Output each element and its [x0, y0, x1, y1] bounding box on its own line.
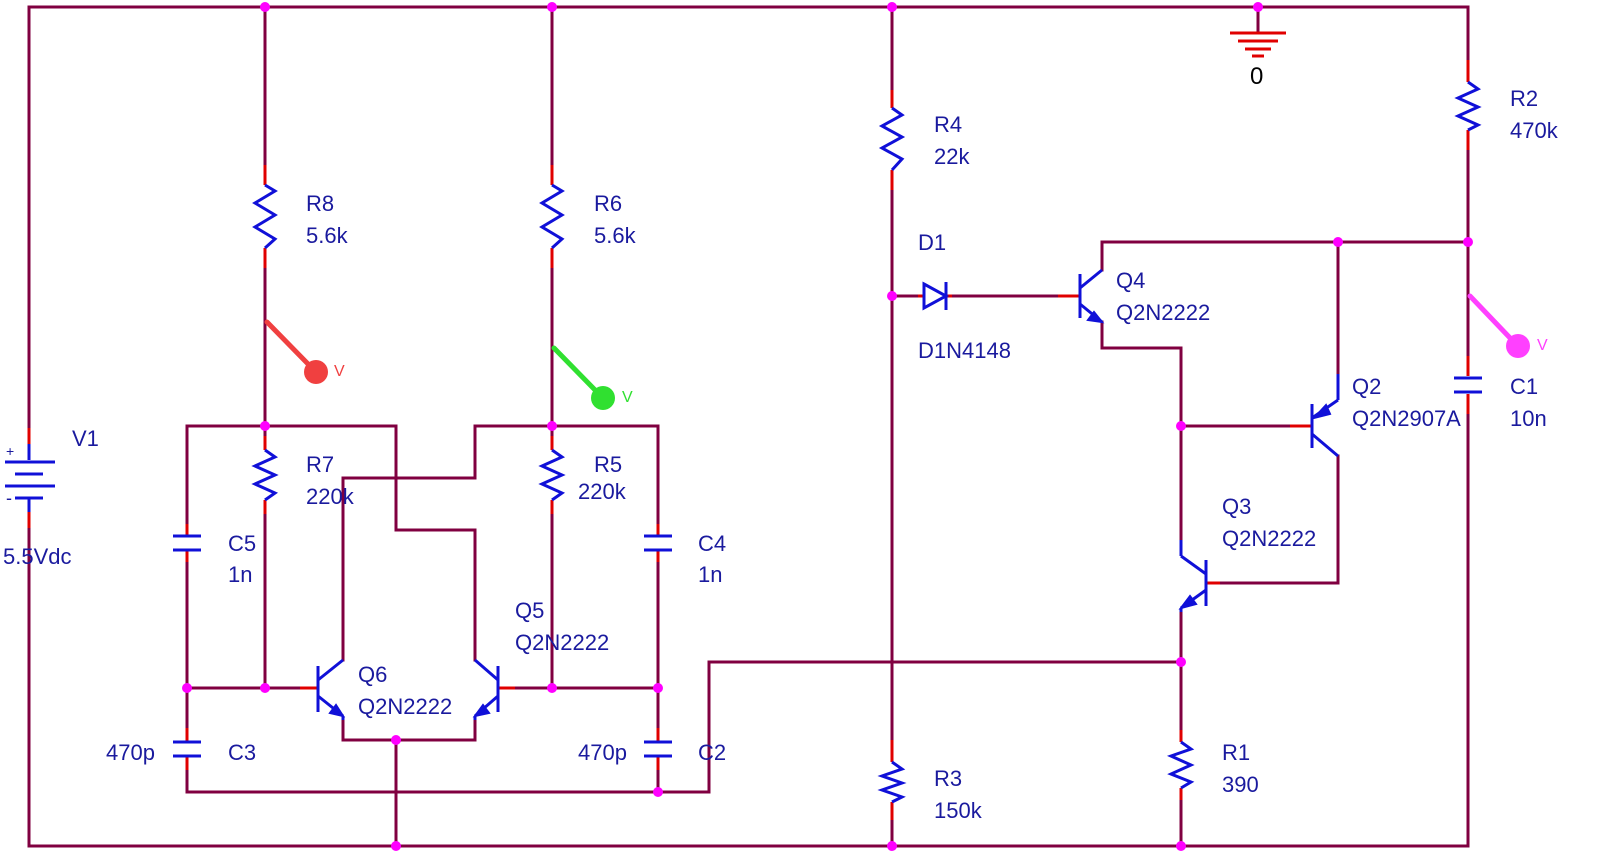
q5-ref: Q5 — [515, 598, 544, 623]
probe-magenta-label: V — [1537, 337, 1548, 354]
v1-plus: + — [6, 443, 14, 459]
q5-value: Q2N2222 — [515, 630, 609, 655]
resistor-r5: R5 220k — [538, 448, 627, 504]
wires — [27, 5, 1470, 848]
c1-value: 10n — [1510, 406, 1547, 431]
resistor-r1: R1 390 — [1166, 740, 1259, 797]
r3-ref: R3 — [934, 766, 962, 791]
resistor-r7: R7 220k — [251, 448, 355, 509]
resistor-r3: R3 150k — [877, 760, 983, 823]
c3-value: 470p — [106, 740, 155, 765]
r7-value: 220k — [306, 484, 355, 509]
r8-value: 5.6k — [306, 223, 349, 248]
v1-ref: V1 — [72, 426, 99, 451]
transistor-q2: Q2 Q2N2907A — [1310, 374, 1461, 458]
transistor-q4: Q4 Q2N2222 — [1078, 268, 1210, 325]
r6-ref: R6 — [594, 191, 622, 216]
r6-value: 5.6k — [594, 223, 637, 248]
v1-minus: - — [6, 488, 12, 508]
voltage-probe-green[interactable]: V — [551, 345, 633, 410]
capacitor-c5: C5 1n — [173, 531, 256, 587]
junction-dots — [182, 2, 1473, 851]
c4-value: 1n — [698, 562, 722, 587]
c5-value: 1n — [228, 562, 252, 587]
d1-ref: D1 — [918, 230, 946, 255]
diode-d1: D1 D1N4148 — [918, 230, 1011, 363]
q2-value: Q2N2907A — [1352, 406, 1461, 431]
resistor-r2: R2 470k — [1454, 80, 1559, 143]
capacitor-c4: C4 1n — [644, 531, 726, 587]
resistor-r4: R4 22k — [878, 106, 970, 172]
r1-ref: R1 — [1222, 740, 1250, 765]
c3-ref: C3 — [228, 740, 256, 765]
c1-ref: C1 — [1510, 374, 1538, 399]
q4-value: Q2N2222 — [1116, 300, 1210, 325]
r3-value: 150k — [934, 798, 983, 823]
r2-ref: R2 — [1510, 86, 1538, 111]
r8-ref: R8 — [306, 191, 334, 216]
pin-stubs — [27, 60, 1470, 820]
q3-value: Q2N2222 — [1222, 526, 1316, 551]
q6-ref: Q6 — [358, 662, 387, 687]
transistor-q5: Q5 Q2N2222 — [472, 598, 609, 720]
r7-ref: R7 — [306, 452, 334, 477]
r5-ref: R5 — [594, 452, 622, 477]
c4-ref: C4 — [698, 531, 726, 556]
q3-ref: Q3 — [1222, 494, 1251, 519]
q4-ref: Q4 — [1116, 268, 1145, 293]
q2-ref: Q2 — [1352, 374, 1381, 399]
voltage-probe-magenta[interactable]: V — [1467, 293, 1548, 358]
resistor-r6: R6 5.6k — [539, 183, 637, 250]
c2-ref: C2 — [698, 740, 726, 765]
r2-value: 470k — [1510, 118, 1559, 143]
transistor-q6: Q6 Q2N2222 — [316, 658, 452, 720]
r4-value: 22k — [934, 144, 970, 169]
capacitor-c1: C1 10n — [1454, 374, 1547, 431]
r5-value: 220k — [578, 479, 627, 504]
q6-value: Q2N2222 — [358, 694, 452, 719]
ground-symbol: 0 — [1230, 31, 1286, 90]
capacitor-c2: C2 470p — [578, 740, 726, 765]
voltage-probe-red[interactable]: V — [264, 319, 345, 384]
probe-green-label: V — [622, 389, 633, 406]
transistor-q3: Q3 Q2N2222 — [1178, 494, 1316, 612]
v1-value: 5.5Vdc — [3, 544, 72, 569]
c5-ref: C5 — [228, 531, 256, 556]
r4-ref: R4 — [934, 112, 962, 137]
d1-value: D1N4148 — [918, 338, 1011, 363]
c2-value: 470p — [578, 740, 627, 765]
capacitor-c3: C3 470p — [106, 740, 256, 765]
r1-value: 390 — [1222, 772, 1259, 797]
battery-v1: + - V1 5.5Vdc — [3, 426, 99, 569]
resistor-r8: R8 5.6k — [252, 183, 349, 250]
ground-label: 0 — [1250, 63, 1263, 90]
probe-red-label: V — [334, 363, 345, 380]
